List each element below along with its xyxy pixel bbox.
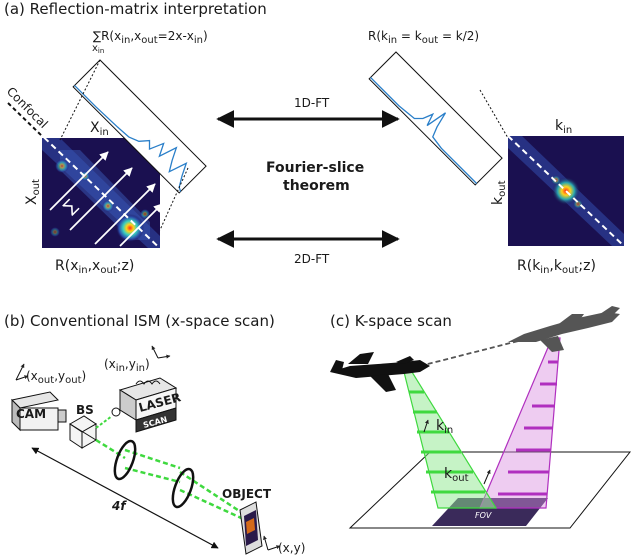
xin-axes-icon: [151, 345, 171, 359]
fov-label: FOV: [475, 511, 492, 520]
cam-label: CAM: [16, 407, 46, 421]
magenta-stripes: [498, 360, 558, 496]
k-out-label: kout: [490, 180, 508, 205]
k-in-tick: [423, 419, 429, 433]
k-in-label-c: kin: [436, 418, 453, 436]
projection-profile: [72, 59, 207, 194]
slice-profile: [368, 51, 503, 186]
four-f-arrow: [31, 447, 219, 549]
right-matrix-label: R(kin,kout;z): [517, 258, 596, 276]
panel-b-title: (b) Conventional ISM (x-space scan): [4, 312, 275, 330]
plane-link: [419, 337, 531, 367]
k-diagonal: [507, 135, 625, 247]
slice-dot-1: [479, 89, 509, 139]
four-f-label: 4f: [111, 499, 127, 513]
laser: [111, 377, 178, 433]
confocal-line-outside: [7, 102, 43, 137]
confocal-line: [7, 102, 171, 259]
svg-text:∑R(xin,xout=2x-xin): ∑R(xin,xout=2x-xin): [93, 29, 208, 46]
ft2-label: 2D-FT: [294, 252, 330, 266]
green-stripes: [409, 390, 485, 494]
k-space-matrix: [508, 136, 624, 246]
ft1-label: 1D-FT: [294, 96, 330, 110]
sum-arrows: [49, 151, 163, 247]
theorem-line1: Fourier-slice: [266, 160, 364, 176]
jet-gray: [508, 306, 620, 352]
camera: [10, 391, 67, 432]
object-label: OBJECT: [222, 487, 272, 501]
xout-label: (xout,yout): [26, 369, 86, 386]
k-in-label: kin: [555, 118, 572, 136]
xout-axes-icon: [15, 363, 29, 381]
sum-formula: ∑R(xin,xout=2x-xin) xin: [92, 29, 208, 55]
object: [239, 501, 263, 555]
lens-2: [171, 467, 195, 509]
left-matrix-label: R(xin,xout;z): [55, 258, 134, 276]
xy-label: (x,y): [278, 541, 305, 555]
panel-c-title: (c) K-space scan: [330, 312, 452, 330]
beam-splitter: [69, 415, 97, 449]
slice-formula: R(kin = kout = k/2): [368, 29, 479, 46]
x-out-label: Xout: [24, 179, 42, 205]
k-out-label-c: kout: [444, 466, 469, 484]
projection-dot-1: [59, 59, 101, 141]
theorem-line2: theorem: [283, 178, 350, 194]
laser-beam: [95, 415, 113, 429]
bs-label: BS: [76, 403, 94, 417]
object-axes-icon: [263, 535, 281, 551]
k-out-tick: [483, 469, 491, 485]
svg-text:xin: xin: [92, 43, 104, 55]
jet-black: [330, 352, 430, 392]
lens-1: [113, 439, 137, 481]
xin-label: (xin,yin): [104, 357, 150, 374]
confocal-label: Confocal: [4, 84, 51, 131]
projection-dot-2: [159, 167, 189, 231]
panel-a-title: (a) Reflection-matrix interpretation: [4, 0, 267, 18]
ground-plane: [348, 451, 632, 529]
x-in-label: Xin: [90, 120, 109, 138]
